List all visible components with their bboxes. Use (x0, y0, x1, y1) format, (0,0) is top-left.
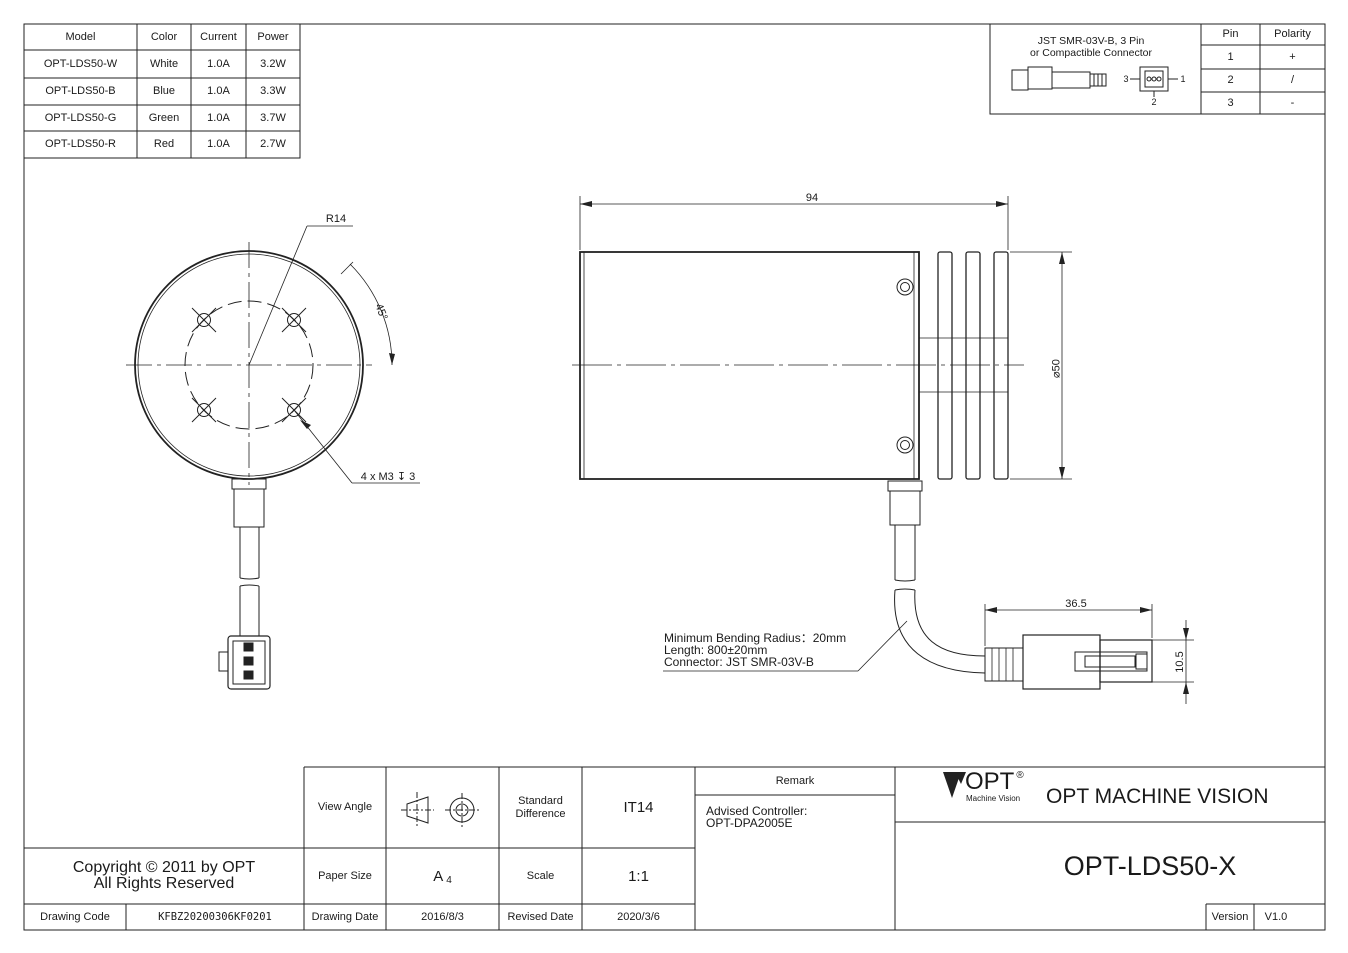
paper-size-value: A (433, 867, 444, 885)
spec-cell: Red (153, 138, 175, 150)
spec-table-grid (23, 23, 301, 159)
drawing-date-label: Drawing Date (311, 910, 379, 923)
connector-height-label: 10.5 (1174, 651, 1186, 673)
heat-fins (919, 251, 1009, 480)
drawing-date: 2016/8/3 (421, 910, 464, 923)
connector-title: JST SMR-03V-B, 3 Pin or Compactible Conn… (1030, 35, 1152, 59)
connector-pin-label: 3 (1123, 73, 1129, 84)
hole-label: 4 x M3 ↧ 3 (360, 471, 416, 483)
spec-cell: OPT-LDS50-G (44, 111, 117, 124)
polarity-header: Polarity (1274, 28, 1311, 40)
revised-date-label: Revised Date (507, 910, 574, 923)
spec-header-color: Color (150, 30, 178, 43)
diameter-label: ⌀50 (1050, 359, 1063, 378)
drawing-code: KFBZ20200306KF0201 (158, 910, 272, 923)
opt-logo-mark (943, 772, 966, 798)
spec-header-current: Current (200, 30, 237, 43)
drawing-code-label: Drawing Code (40, 910, 110, 923)
polarity-cell: - (1290, 96, 1295, 109)
spec-cell: OPT-LDS50-R (45, 138, 116, 150)
spec-cell: 3.7W (260, 111, 286, 124)
pin-cell: 3 (1227, 96, 1234, 109)
logo-text: OPT (965, 768, 1015, 795)
pin-cell: 1 (1227, 50, 1234, 63)
standard-difference-label: Standard Difference (515, 794, 566, 820)
polarity-cell: / (1290, 74, 1295, 86)
scale-label: Scale (526, 869, 555, 882)
revised-date: 2020/3/6 (617, 910, 660, 923)
spec-header-model: Model (65, 30, 96, 43)
version-label: Version (1211, 910, 1249, 923)
paper-size-label: Paper Size (318, 869, 372, 882)
connector-pin-label: 2 (1151, 96, 1157, 107)
scale: 1:1 (628, 867, 649, 885)
spec-cell: Green (148, 111, 180, 124)
spec-cell: 3.3W (260, 85, 286, 97)
logo-registered: ® (1016, 770, 1024, 781)
company-name: OPT MACHINE VISION (1046, 784, 1269, 808)
side-body (579, 251, 920, 480)
paper-size-sub: 4 (446, 874, 452, 886)
front-view (126, 225, 420, 690)
spec-cell: 1.0A (207, 138, 230, 150)
spec-cell: 3.2W (260, 57, 286, 70)
spec-cell: White (149, 57, 179, 70)
view-angle-label: View Angle (317, 801, 373, 813)
radius-label: R14 (325, 213, 347, 225)
spec-header-power: Power (257, 30, 289, 43)
cable-note-line: Connector: JST SMR-03V-B (664, 655, 814, 669)
spec-cell: Blue (152, 85, 176, 97)
connector-length-label: 36.5 (1065, 598, 1087, 610)
hole-marks (191, 307, 307, 423)
pin-header: Pin (1222, 28, 1239, 40)
copyright: Copyright © 2011 by OPT All Rights Reser… (72, 859, 256, 892)
sheet-border (23, 23, 1326, 931)
spec-cell: OPT-LDS50-B (45, 85, 116, 97)
side-view (572, 196, 1194, 704)
remark-label: Remark (775, 774, 815, 787)
spec-cell: 2.7W (260, 138, 286, 150)
cable-note-line: Length: 800±20mm (664, 643, 768, 657)
cable-note-line: Minimum Bending Radius：20mm (664, 631, 847, 645)
length-label: 94 (805, 192, 819, 204)
title-block-grid (24, 766, 1325, 930)
remark: Advised Controller: OPT-DPA2005E (706, 804, 808, 830)
logo: OPT® Machine Vision (965, 768, 1024, 804)
spec-cell: 1.0A (207, 111, 230, 124)
dimension-arrows (300, 201, 1189, 694)
cable-note: Minimum Bending Radius：20mm Length: 800±… (664, 632, 846, 668)
spec-cell: 1.0A (207, 85, 230, 97)
standard-difference: IT14 (623, 799, 654, 816)
connector-pin-label: 1 (1180, 73, 1186, 84)
part-number: OPT-LDS50-X (1063, 850, 1237, 881)
connector-diagram (1011, 66, 1178, 97)
version: V1.0 (1264, 910, 1288, 923)
logo-subtitle: Machine Vision (966, 794, 1021, 803)
polarity-cell: + (1289, 50, 1296, 63)
pin-cell: 2 (1227, 74, 1234, 86)
spec-cell: OPT-LDS50-W (43, 57, 118, 70)
projection-symbol (401, 792, 479, 828)
spec-cell: 1.0A (207, 57, 230, 70)
connector-table-grid (989, 23, 1326, 115)
